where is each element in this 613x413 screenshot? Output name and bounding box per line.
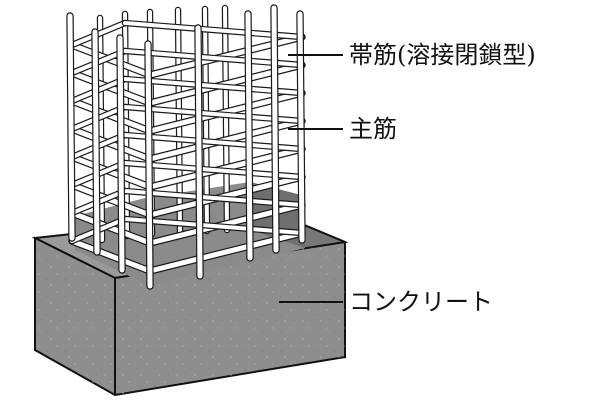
callout-lines [279,54,343,303]
main-bar [116,34,126,274]
hoop-bar [68,237,154,275]
main-bar [91,28,101,256]
rebar-cage [66,4,306,290]
concrete-block [31,210,349,397]
main-bar-label: 主筋 [349,115,397,143]
main-bar [296,10,306,244]
hoop-label: 帯筋(溶接閉鎖型) [349,41,536,69]
main-bar [66,12,76,242]
main-bar-back [96,14,106,244]
main-bar [194,24,204,280]
main-bar [244,10,254,262]
concrete-label: コンクリート [349,288,493,316]
main-bar [144,40,154,290]
main-bar [270,4,280,254]
